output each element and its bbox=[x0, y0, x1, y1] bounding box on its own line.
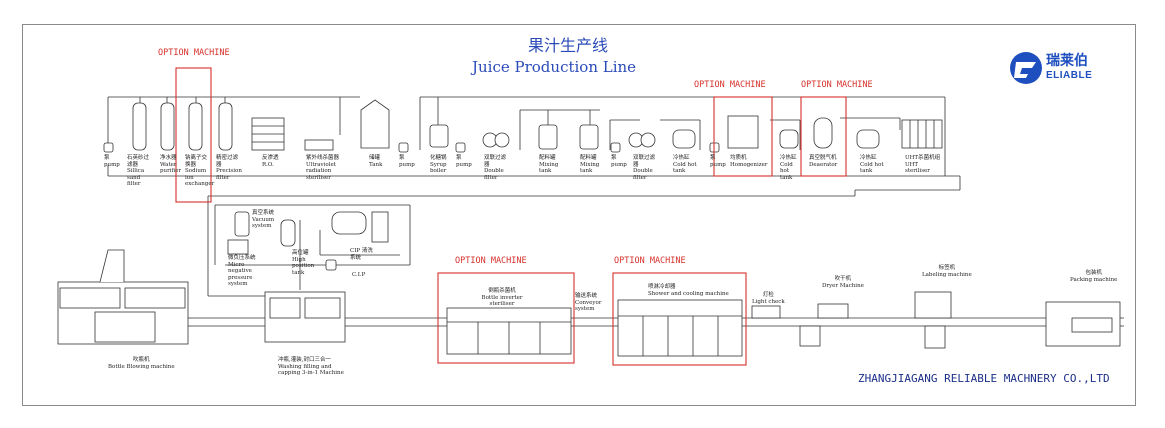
option-label-shower: OPTION MACHINE bbox=[614, 256, 686, 266]
company-logo-icon bbox=[1010, 52, 1042, 84]
cip-label: C.I.P bbox=[352, 272, 366, 278]
title-cn: 果汁生产线 bbox=[528, 36, 609, 55]
company-name: ZHANGJIAGANG RELIABLE MACHNERY CO.,LTD bbox=[858, 372, 1110, 385]
option-label-inverter: OPTION MACHINE bbox=[455, 256, 527, 266]
title-en: Juice Production Line bbox=[472, 58, 637, 76]
logo-en-text: ELIABLE bbox=[1046, 70, 1093, 81]
cip-system-label: CIP 清洗系统 bbox=[350, 248, 373, 261]
option-label-deaerator: OPTION MACHINE bbox=[801, 80, 873, 90]
logo-cn-text: 瑞莱伯 bbox=[1046, 53, 1088, 69]
option-label-sodium: OPTION MACHINE bbox=[158, 48, 230, 58]
option-label-homogenizer: OPTION MACHINE bbox=[694, 80, 766, 90]
